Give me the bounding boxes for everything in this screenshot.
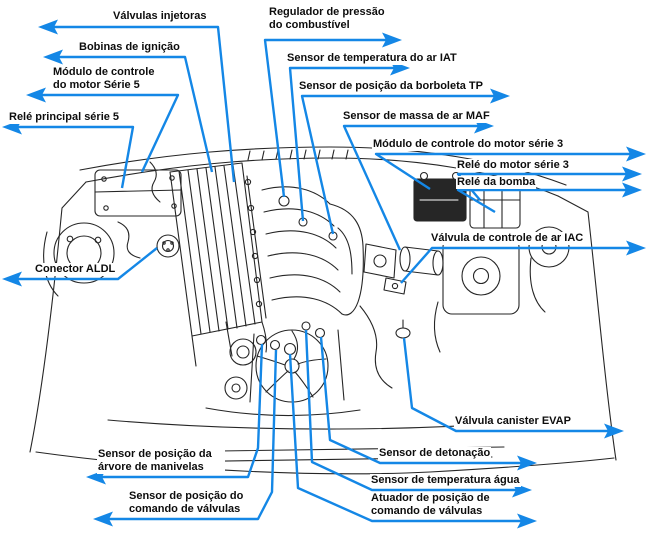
- label-conector-aldl: Conector ALDL: [34, 263, 117, 276]
- connector-valvula-iac: [400, 240, 646, 284]
- arrow-right-icon: [604, 423, 624, 439]
- arrow-left-icon: [43, 49, 63, 65]
- arrow-left-icon: [26, 87, 46, 103]
- connector-valvula-evap: [402, 337, 624, 439]
- arrow-right-icon: [622, 182, 642, 198]
- arrow-right-icon: [626, 240, 646, 256]
- connector-rele-principal-serie5: [2, 119, 135, 189]
- arrow-right-icon: [626, 146, 646, 162]
- connector-rele-bomba: [456, 182, 642, 214]
- label-sensor-comando-valvulas: Sensor de posição do comando de válvulas: [128, 490, 254, 516]
- connector-rele-motor-serie3: [456, 166, 642, 201]
- connector-regulador-pressao: [263, 32, 402, 198]
- label-modulo-serie5: Módulo de controle do motor Série 5: [52, 66, 166, 92]
- connector-conector-aldl: [2, 247, 158, 287]
- arrow-left-icon: [93, 511, 113, 527]
- label-rele-motor-serie3: Relé do motor série 3: [456, 159, 570, 172]
- arrow-right-icon: [490, 88, 510, 104]
- connector-modulo-serie3: [374, 146, 646, 191]
- connector-sensor-detonacao: [319, 336, 537, 471]
- label-sensor-maf: Sensor de massa de ar MAF: [342, 110, 491, 123]
- label-modulo-serie3: Módulo de controle do motor série 3: [372, 138, 565, 151]
- arrow-left-icon: [2, 271, 22, 287]
- connector-atuador-comando-valvulas: [288, 353, 537, 529]
- label-regulador-pressao: Regulador de pressão do combustível: [268, 6, 400, 32]
- label-bobinas-ignicao: Bobinas de ignição: [78, 41, 181, 54]
- label-sensor-arvore-manivelas: Sensor de posição da árvore de manivelas: [97, 448, 225, 474]
- label-valvulas-injetoras: Válvulas injetoras: [112, 10, 208, 23]
- label-valvula-iac: Válvula de controle de ar IAC: [430, 232, 585, 245]
- label-rele-principal-serie5: Relé principal série 5: [8, 111, 121, 124]
- connector-sensor-comando-valvulas: [93, 349, 278, 527]
- connector-sensor-tp: [300, 88, 510, 235]
- arrow-left-icon: [38, 19, 58, 35]
- label-valvula-evap: Válvula canister EVAP: [454, 415, 572, 428]
- label-rele-bomba: Relé da bomba: [456, 176, 537, 189]
- label-sensor-temp-agua: Sensor de temperatura água: [370, 474, 521, 487]
- label-sensor-iat: Sensor de temperatura do ar IAT: [286, 52, 458, 65]
- arrow-right-icon: [517, 455, 537, 471]
- connector-modulo-serie5: [26, 87, 180, 173]
- arrow-right-icon: [622, 166, 642, 182]
- label-sensor-detonacao: Sensor de detonação: [378, 447, 492, 460]
- label-sensor-tp: Sensor de posição da borboleta TP: [298, 80, 484, 93]
- label-atuador-comando-valvulas: Atuador de posição de comando de válvula…: [370, 492, 502, 518]
- arrow-right-icon: [382, 32, 402, 48]
- connector-valvulas-injetoras: [38, 19, 236, 183]
- arrow-right-icon: [517, 513, 537, 529]
- connector-bobinas-ignicao: [43, 49, 214, 173]
